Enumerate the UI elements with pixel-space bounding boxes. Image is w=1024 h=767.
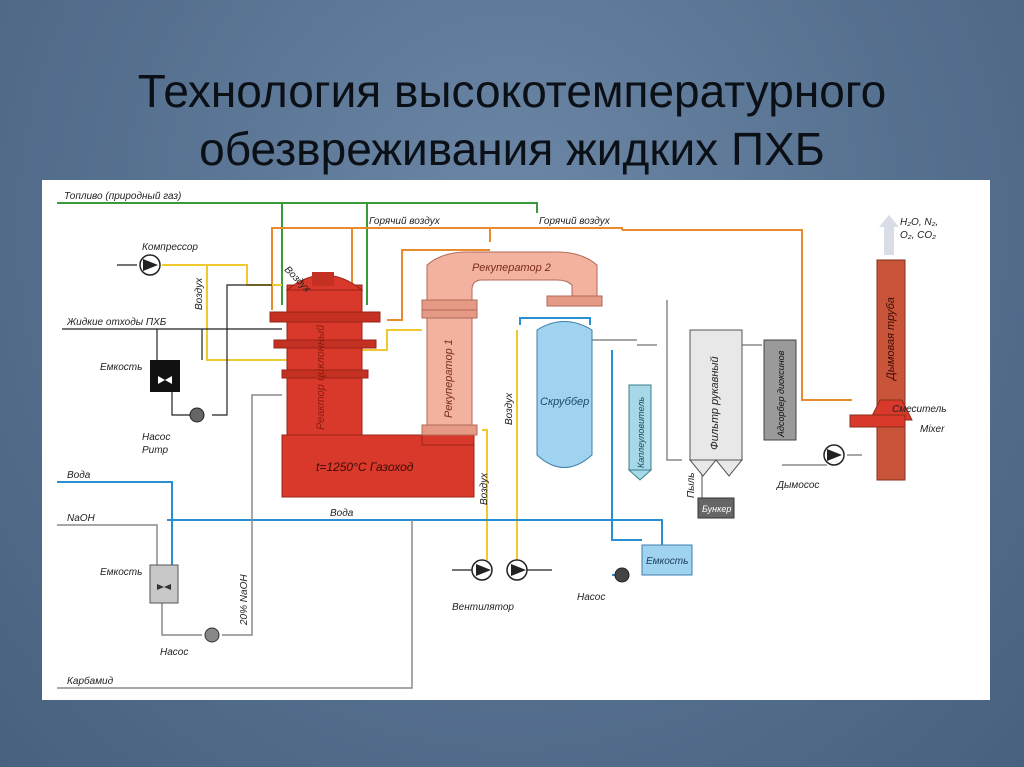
pump-2-label: Насос	[160, 647, 188, 658]
smoke-exhauster-label: Дымосос	[776, 480, 819, 491]
tank-1	[150, 360, 180, 392]
pump-3	[614, 567, 630, 583]
fans-label: Вентилятор	[452, 602, 514, 613]
bag-filter-label: Фильтр рукавный	[709, 356, 721, 450]
air-label-3: Воздух	[504, 392, 515, 425]
carbamide-label: Карбамид	[67, 675, 114, 687]
tank-1-label: Емкость	[100, 362, 142, 373]
pump-1	[189, 407, 205, 423]
water-label-2: Вода	[330, 508, 354, 519]
pump-1-en-label: Pump	[142, 445, 169, 456]
dust-label: Пыль	[686, 472, 697, 498]
liquid-waste-label: Жидкие отходы ПХБ	[66, 317, 167, 328]
pump-2	[204, 627, 220, 643]
fuel-line	[57, 202, 538, 305]
chimney	[849, 259, 913, 481]
recuperator-1	[421, 307, 478, 436]
scrubber-label: Скруббер	[540, 396, 589, 408]
recuperator-2	[421, 251, 603, 311]
flue-label: t=1250°С Газоход	[316, 460, 414, 474]
pump-1-label: Насос	[142, 432, 170, 443]
dioxin-adsorber	[763, 339, 797, 441]
air-label-1: Воздух	[194, 277, 205, 310]
chimney-label: Дымовая труба	[885, 297, 897, 382]
hot-air-label-2: Горячий воздух	[539, 216, 611, 227]
bunker-label: Бункер	[702, 504, 731, 514]
dioxin-adsorber-label: Адсорбер диоксинов	[776, 350, 786, 438]
tank-2-label: Емкость	[100, 567, 142, 578]
title-line-1: Технология высокотемпературного	[137, 65, 887, 117]
bunker	[697, 497, 735, 519]
reactor-label: Реактор циклонный	[315, 325, 327, 430]
fan-1	[471, 559, 493, 581]
emission-label-2: O₂, CO₂	[900, 230, 936, 241]
gray-line	[57, 300, 862, 689]
naoh-20-label: 20% NaOH	[239, 574, 250, 626]
hot-air-line	[271, 227, 852, 401]
emission-label-1: H₂O, N₂,	[900, 217, 938, 228]
process-diagram: Реактор циклонный t=1250°С Газоход Рекуп…	[42, 180, 990, 700]
reactor	[269, 272, 381, 456]
mixer-en-label: Mixer	[920, 424, 945, 435]
tank-3-label: Емкость	[646, 556, 688, 567]
hot-air-label-1: Горячий воздух	[369, 216, 441, 227]
pump-3-label: Насос	[577, 592, 605, 603]
title-line-2: обезвреживания жидких ПХБ	[199, 123, 825, 175]
naoh-label: NaOH	[67, 513, 96, 524]
tank-2	[149, 564, 179, 604]
recuperator-1-label: Рекуператор 1	[443, 339, 455, 418]
tank-3	[641, 544, 693, 576]
emission-arrow	[879, 215, 899, 255]
fuel-label: Топливо (природный газ)	[64, 191, 181, 202]
mixer-ru-label: Смеситель	[892, 404, 947, 415]
recuperator-2-label: Рекуператор 2	[472, 262, 551, 274]
droplet-separator	[627, 384, 653, 481]
water-label-1: Вода	[67, 470, 91, 481]
smoke-exhauster	[823, 444, 845, 466]
slide-title: Технология высокотемпературного обезвреж…	[0, 62, 1024, 178]
bag-filter	[688, 329, 744, 477]
fan-2	[506, 559, 528, 581]
air-label-4: Воздух	[479, 472, 490, 505]
condenser-label: Каплеуловитель	[636, 397, 646, 468]
compressor-label: Компрессор	[142, 242, 198, 253]
scrubber	[536, 321, 593, 468]
compressor	[139, 254, 161, 276]
